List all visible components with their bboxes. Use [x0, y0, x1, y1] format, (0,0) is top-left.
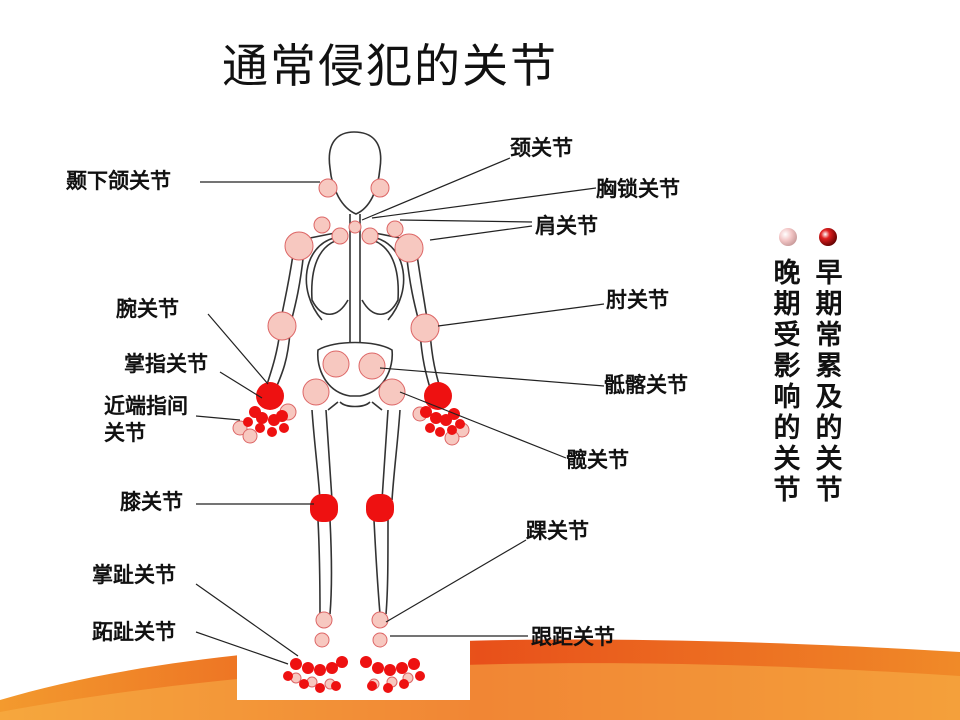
- label-ankle-joint: 踝关节: [526, 519, 589, 543]
- label-metatarsophalangeal-joint: 掌趾关节: [92, 563, 176, 587]
- label-neck-joint: 颈关节: [510, 136, 573, 160]
- label-elbow-joint: 肘关节: [606, 288, 669, 312]
- label-proximal-interphalangeal-joint: 近端指间关节: [104, 394, 188, 445]
- legend-early-joints: 早期常累及的关节: [815, 258, 843, 506]
- label-toe-joint: 跖趾关节: [92, 620, 176, 644]
- label-metacarpophalangeal-joint: 掌指关节: [124, 352, 208, 376]
- label-sacroiliac-joint: 骶髂关节: [604, 373, 688, 397]
- legend-markers: [779, 228, 837, 246]
- label-temporomandibular-joint: 颞下颌关节: [66, 169, 171, 193]
- legend-late-joints: 晚期受影响的关节: [773, 258, 801, 506]
- late-joint-marker-icon: [779, 228, 797, 246]
- page-title: 通常侵犯的关节: [222, 39, 558, 93]
- label-knee-joint: 膝关节: [120, 490, 183, 514]
- label-shoulder-joint: 肩关节: [535, 214, 598, 238]
- label-sternoclavicular-joint: 胸锁关节: [596, 177, 680, 201]
- label-subtalar-joint: 跟距关节: [531, 625, 615, 649]
- early-joint-marker-icon: [819, 228, 837, 246]
- label-hip-joint: 髋关节: [566, 448, 629, 472]
- label-wrist-joint: 腕关节: [116, 297, 179, 321]
